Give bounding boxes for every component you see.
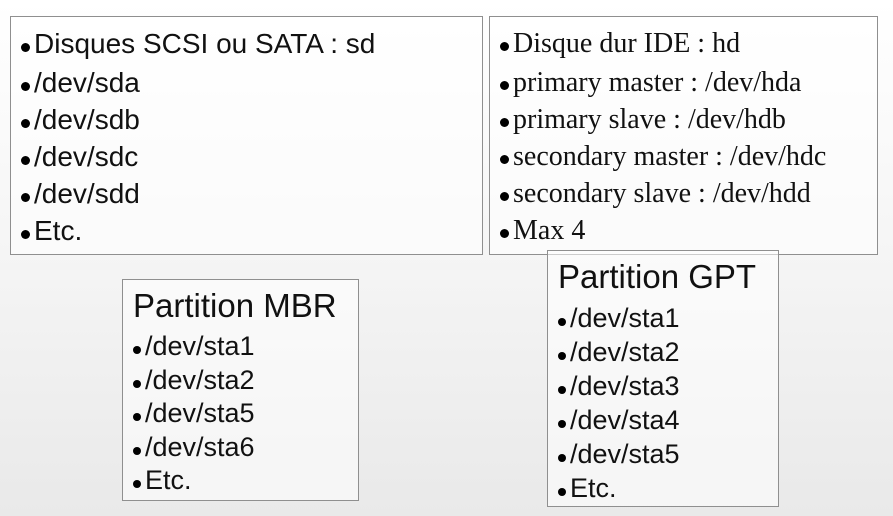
- list-item: /dev/sta2: [133, 364, 358, 398]
- list-item-text: /dev/sdd: [34, 178, 140, 209]
- partition-gpt-title: Partition GPT: [558, 258, 757, 295]
- bullet-icon: [21, 193, 30, 202]
- bullet-icon: [21, 119, 30, 128]
- bullet-icon: [500, 229, 509, 238]
- ide-title: Disque dur IDE : hd: [500, 25, 877, 62]
- bullet-icon: [500, 81, 509, 90]
- bullet-icon: [133, 446, 141, 455]
- list-item-text: /dev/sta1: [145, 331, 255, 361]
- list-item-text: /dev/sta5: [145, 398, 255, 428]
- scsi-sata-title-text: Disques SCSI ou SATA : sd: [34, 28, 376, 59]
- bullet-icon: [500, 42, 509, 51]
- partition-mbr-list: /dev/sta1 /dev/sta2 /dev/sta5 /dev/sta6 …: [133, 330, 358, 498]
- list-item-text: /dev/sta1: [570, 303, 680, 333]
- list-item: /dev/sta2: [558, 335, 778, 369]
- list-item: /dev/sta3: [558, 369, 778, 403]
- bullet-icon: [558, 386, 566, 394]
- bullet-icon: [21, 230, 30, 239]
- bullet-icon: [500, 155, 509, 164]
- list-item-text: Max 4: [513, 215, 586, 246]
- list-item-text: Etc.: [570, 473, 617, 503]
- list-item: /dev/sta1: [133, 330, 358, 364]
- bullet-icon: [558, 454, 566, 462]
- list-item: primary master : /dev/hda: [500, 64, 877, 101]
- list-item: Etc.: [21, 212, 482, 249]
- list-item: secondary slave : /dev/hdd: [500, 175, 877, 212]
- list-item-text: /dev/sta2: [570, 337, 680, 367]
- bullet-icon: [21, 156, 30, 165]
- list-item-text: Etc.: [145, 465, 192, 495]
- scsi-sata-list: /dev/sda /dev/sdb /dev/sdc /dev/sdd Etc.: [21, 64, 482, 249]
- bullet-icon: [133, 379, 141, 388]
- list-item: /dev/sta5: [558, 437, 778, 471]
- bullet-icon: [133, 413, 141, 421]
- partition-gpt-box: Partition GPT /dev/sta1 /dev/sta2 /dev/s…: [547, 250, 779, 507]
- bullet-icon: [21, 43, 30, 52]
- bullet-icon: [558, 352, 566, 360]
- bullet-icon: [133, 480, 141, 488]
- list-item: Etc.: [133, 464, 358, 498]
- bullet-icon: [133, 346, 141, 354]
- scsi-sata-title: Disques SCSI ou SATA : sd: [21, 25, 482, 62]
- partition-gpt-list: /dev/sta1 /dev/sta2 /dev/sta3 /dev/sta4 …: [558, 301, 778, 505]
- scsi-sata-box: Disques SCSI ou SATA : sd /dev/sda /dev/…: [10, 16, 483, 255]
- list-item: Max 4: [500, 212, 877, 249]
- list-item: /dev/sdc: [21, 138, 482, 175]
- bullet-icon: [500, 192, 509, 201]
- list-item: Etc.: [558, 471, 778, 505]
- list-item-text: /dev/sda: [34, 67, 140, 98]
- list-item-text: /dev/sta3: [570, 371, 680, 401]
- bullet-icon: [558, 318, 566, 326]
- list-item: primary slave : /dev/hdb: [500, 101, 877, 138]
- list-item: /dev/sta5: [133, 397, 358, 431]
- list-item: /dev/sdd: [21, 175, 482, 212]
- partition-mbr-box: Partition MBR /dev/sta1 /dev/sta2 /dev/s…: [122, 279, 359, 501]
- partition-mbr-title: Partition MBR: [133, 287, 337, 324]
- ide-title-text: Disque dur IDE : hd: [513, 28, 741, 59]
- list-item-text: /dev/sdc: [34, 141, 139, 172]
- list-item-text: primary master : /dev/hda: [513, 67, 802, 98]
- bullet-icon: [558, 420, 566, 428]
- list-item-text: /dev/sdb: [34, 104, 140, 135]
- list-item-text: secondary master : /dev/hdc: [513, 141, 827, 172]
- ide-box: Disque dur IDE : hd primary master : /de…: [489, 16, 878, 255]
- ide-list: primary master : /dev/hda primary slave …: [500, 64, 877, 249]
- list-item-text: /dev/sta2: [145, 364, 255, 395]
- list-item-text: secondary slave : /dev/hdd: [513, 178, 811, 209]
- list-item-text: /dev/sta5: [570, 439, 680, 469]
- list-item-text: Etc.: [34, 215, 83, 246]
- bullet-icon: [21, 82, 30, 91]
- list-item: /dev/sda: [21, 64, 482, 101]
- bullet-icon: [558, 488, 566, 496]
- list-item: /dev/sta1: [558, 301, 778, 335]
- list-item: secondary master : /dev/hdc: [500, 138, 877, 175]
- list-item-text: /dev/sta6: [145, 431, 255, 462]
- list-item: /dev/sta4: [558, 403, 778, 437]
- list-item: /dev/sdb: [21, 101, 482, 138]
- list-item: /dev/sta6: [133, 431, 358, 465]
- list-item-text: /dev/sta4: [570, 405, 680, 435]
- list-item-text: primary slave : /dev/hdb: [513, 104, 786, 135]
- bullet-icon: [500, 118, 509, 127]
